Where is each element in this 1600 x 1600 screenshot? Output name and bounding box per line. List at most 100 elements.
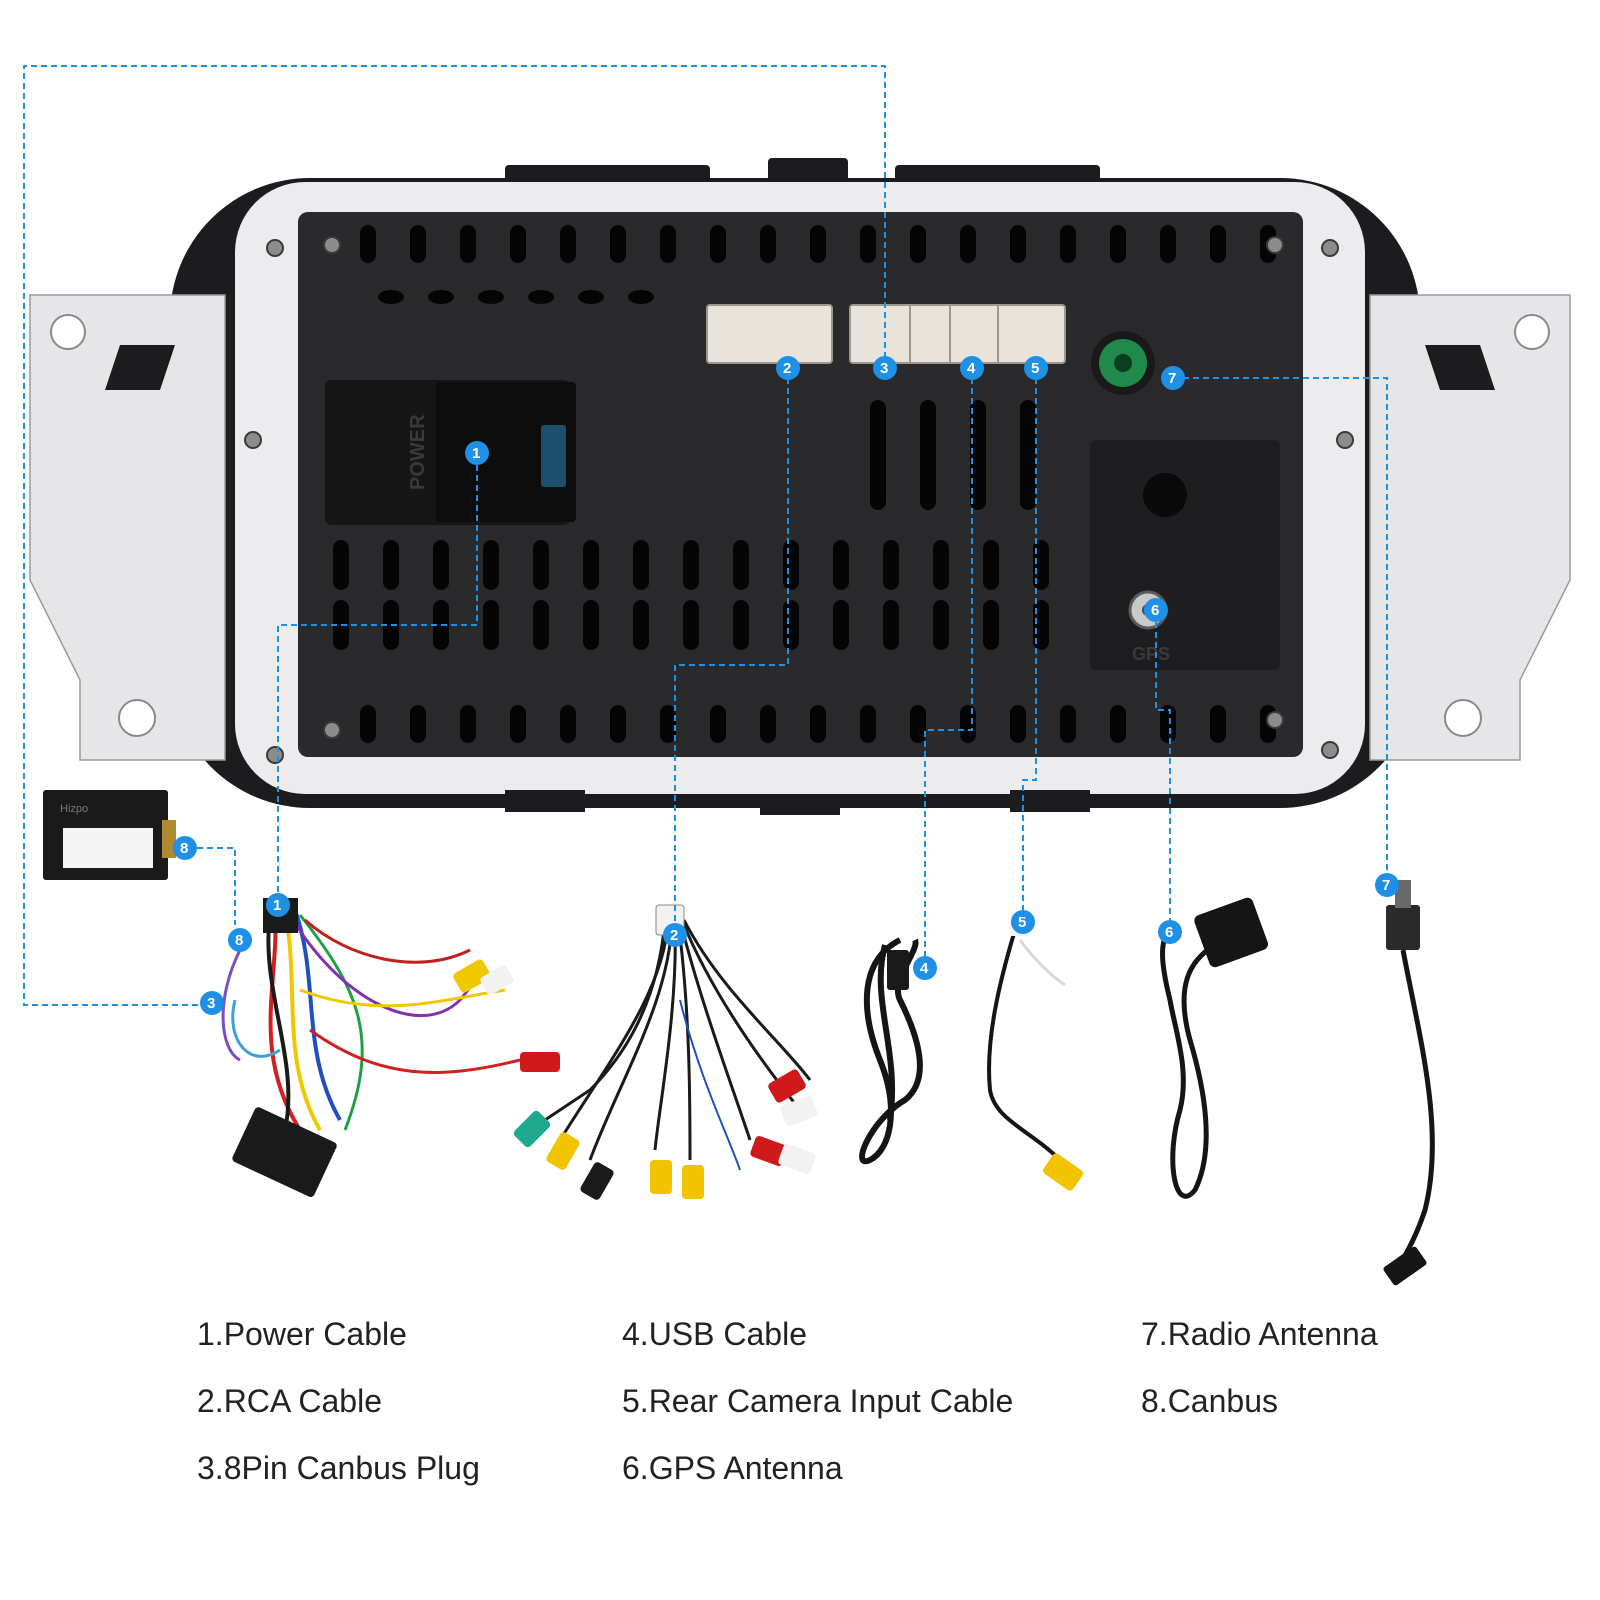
vent-slot bbox=[883, 540, 899, 590]
head-unit: POWER GPS bbox=[29, 158, 1571, 815]
legend-item-rear-camera-cable: 5.Rear Camera Input Cable bbox=[622, 1383, 1013, 1419]
vent-slot bbox=[870, 400, 886, 510]
vent-slot bbox=[783, 540, 799, 590]
vent-slot bbox=[1210, 225, 1226, 263]
power-harness bbox=[221, 898, 560, 1198]
vent-slot bbox=[628, 290, 654, 304]
legend-item-canbus-plug: 3.8Pin Canbus Plug bbox=[197, 1450, 480, 1486]
screw bbox=[266, 239, 284, 257]
canbus-box-brand: Hizpo bbox=[60, 803, 88, 815]
canbus-box: Hizpo bbox=[43, 790, 176, 880]
svg-text:6: 6 bbox=[1151, 602, 1159, 619]
svg-text:7: 7 bbox=[1382, 877, 1390, 894]
vent-slot bbox=[983, 540, 999, 590]
vent-slot bbox=[460, 225, 476, 263]
vent-slot bbox=[1110, 225, 1126, 263]
gps-antenna bbox=[1160, 897, 1269, 1199]
vent-slot bbox=[360, 705, 376, 743]
vent-slot bbox=[510, 705, 526, 743]
leader-lines bbox=[23, 65, 1388, 1006]
vent-slot bbox=[483, 540, 499, 590]
svg-text:7: 7 bbox=[1168, 370, 1176, 387]
badge-8: 8 bbox=[173, 836, 197, 860]
svg-text:2: 2 bbox=[783, 360, 791, 377]
vent-slot bbox=[883, 600, 899, 650]
legend-item-radio-antenna: 7.Radio Antenna bbox=[1141, 1316, 1378, 1352]
badge-8-cable: 8 bbox=[228, 928, 252, 952]
screw bbox=[1266, 236, 1284, 254]
vent-slot bbox=[833, 540, 849, 590]
vent-slot bbox=[1060, 225, 1076, 263]
badge-3: 3 bbox=[873, 356, 897, 380]
svg-text:4: 4 bbox=[967, 360, 976, 377]
screw bbox=[323, 236, 341, 254]
badge-5-cable: 5 bbox=[1011, 910, 1035, 934]
vent-slot bbox=[533, 600, 549, 650]
badge-2: 2 bbox=[776, 356, 800, 380]
svg-text:3: 3 bbox=[880, 360, 888, 377]
svg-text:8: 8 bbox=[180, 840, 188, 857]
vent-slot bbox=[528, 290, 554, 304]
vent-slot bbox=[710, 225, 726, 263]
vent-slot bbox=[1010, 705, 1026, 743]
vent-slot bbox=[960, 705, 976, 743]
svg-text:5: 5 bbox=[1018, 914, 1026, 931]
screw bbox=[1266, 711, 1284, 729]
vent-slot bbox=[920, 400, 936, 510]
screw bbox=[266, 746, 284, 764]
svg-text:3: 3 bbox=[207, 995, 215, 1012]
vent-slot bbox=[1160, 705, 1176, 743]
svg-text:1: 1 bbox=[472, 445, 480, 462]
vent-slot bbox=[533, 540, 549, 590]
vent-slot bbox=[560, 225, 576, 263]
vent-slot bbox=[410, 705, 426, 743]
vent-slot bbox=[633, 540, 649, 590]
vent-slot bbox=[733, 600, 749, 650]
vent-slot bbox=[428, 290, 454, 304]
vent-slot bbox=[483, 600, 499, 650]
power-label: POWER bbox=[407, 414, 429, 490]
vent-slot bbox=[910, 705, 926, 743]
vent-slot bbox=[910, 225, 926, 263]
camera-cable bbox=[987, 912, 1084, 1191]
badge-1: 1 bbox=[465, 441, 489, 465]
badge-6: 6 bbox=[1144, 598, 1168, 622]
rca-connector bbox=[706, 304, 833, 364]
vent-slot bbox=[610, 705, 626, 743]
vent-slot bbox=[733, 540, 749, 590]
vent-slot bbox=[460, 705, 476, 743]
vent-slot bbox=[383, 540, 399, 590]
badge-6-cable: 6 bbox=[1158, 920, 1182, 944]
radio-antenna bbox=[1383, 880, 1435, 1286]
vent-slot bbox=[1110, 705, 1126, 743]
vent-slot bbox=[333, 540, 349, 590]
svg-text:1: 1 bbox=[273, 897, 281, 914]
vent-slot bbox=[360, 225, 376, 263]
vent-slot bbox=[970, 400, 986, 510]
legend-item-usb-cable: 4.USB Cable bbox=[622, 1316, 807, 1352]
vent-slot bbox=[1160, 225, 1176, 263]
vent-slot bbox=[410, 225, 426, 263]
badge-4-cable: 4 bbox=[913, 956, 937, 980]
multi-connector bbox=[849, 304, 1066, 364]
vent-slot bbox=[683, 600, 699, 650]
vent-slot bbox=[810, 705, 826, 743]
vent-slot bbox=[1010, 225, 1026, 263]
right-bracket bbox=[1369, 294, 1571, 761]
svg-text:2: 2 bbox=[670, 927, 678, 944]
screws bbox=[244, 236, 1354, 764]
legend-item-canbus: 8.Canbus bbox=[1141, 1383, 1278, 1419]
vent-slot bbox=[560, 705, 576, 743]
vent-slot bbox=[478, 290, 504, 304]
vent-slot bbox=[960, 225, 976, 263]
vent-slot bbox=[810, 225, 826, 263]
screw bbox=[323, 721, 341, 739]
vent-slot bbox=[983, 600, 999, 650]
vent-slot bbox=[683, 540, 699, 590]
usb-cable bbox=[859, 937, 923, 1165]
svg-text:5: 5 bbox=[1031, 360, 1039, 377]
vent-slot bbox=[633, 600, 649, 650]
vent-slot bbox=[1060, 705, 1076, 743]
vent-slot bbox=[660, 705, 676, 743]
